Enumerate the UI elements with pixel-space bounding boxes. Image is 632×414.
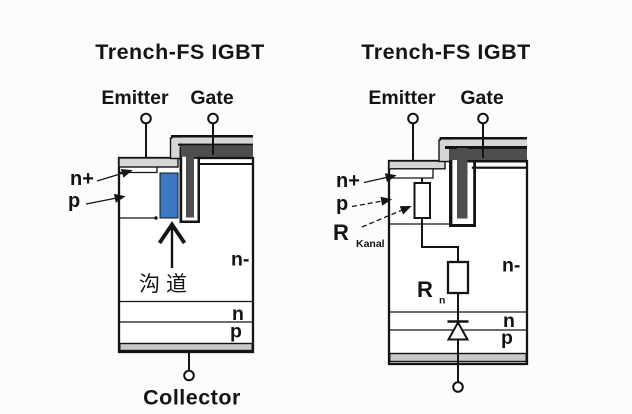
left-n-plus-label: n+ [70,168,94,190]
left-p-region-label: p [230,321,242,343]
right-gate-terminal [477,112,489,125]
left-n-minus-region-label: n- [231,249,249,271]
right-p-region-label: p [501,327,513,349]
right-n-minus-region-label: n- [502,255,520,277]
left-collector-metal [119,342,253,352]
rkanal-to-rn-wire [421,218,459,262]
right-p-leader [351,196,393,208]
left-p-label: p [68,190,80,212]
rn-resistor [446,260,470,295]
rkanal-label: R [333,220,349,245]
left-n-region-label: n [232,303,244,325]
left-p-leader [85,193,126,205]
right-n-plus-label: n+ [336,170,360,192]
rkanal-leader [361,205,412,228]
rkanal-resistor [413,182,431,219]
right-gate-label: Gate [460,87,504,109]
rkanal-label-sub: Kanal [356,238,385,250]
left-emitter-label: Emitter [101,87,169,109]
left-channel-label: 沟道 [139,272,193,296]
left-title: Trench-FS IGBT [95,40,264,64]
left-gate-label: Gate [190,87,234,109]
right-collector-terminal [452,381,464,393]
left-channel-highlight [159,172,179,219]
right-emitter-terminal [407,112,419,125]
rn-label: R [417,277,433,302]
left-diagram: Trench-FS IGBT Emitter Gate n+ p 沟道 n- n… [68,40,264,410]
left-n-plus-leader [96,169,133,182]
right-emitter-label: Emitter [368,87,436,109]
channel-up-arrow-icon [157,221,187,268]
right-n-region-label: n [503,310,515,332]
left-gate-terminal [207,112,219,125]
right-emitter-metal [388,160,446,170]
right-gate-poly [457,148,468,219]
left-collector-terminal [183,369,195,382]
left-emitter-terminal [140,112,152,125]
right-n-plus-region-outline [389,168,434,179]
rn-label-sub: n [439,295,445,307]
right-p-label: p [336,193,348,215]
left-collector-label: Collector [143,386,241,410]
right-diagram: Trench-FS IGBT Emitter Gate n+ p R Kanal… [333,40,530,393]
left-emitter-metal [118,157,179,168]
right-n-plus-leader [363,173,397,184]
left-gate-poly [186,146,194,218]
left-p-boundary-dot [154,216,158,220]
right-title: Trench-FS IGBT [361,40,530,64]
